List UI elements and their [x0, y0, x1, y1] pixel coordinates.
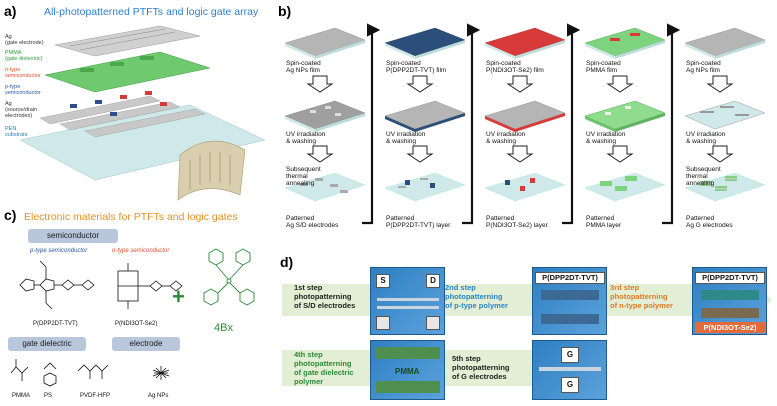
- col5-final-caption: Patterned Ag G electrodes: [686, 215, 733, 229]
- dielectric-pvdf: PVDF-HFP: [80, 393, 110, 399]
- crosslinker-name: 4Bx: [214, 322, 233, 334]
- col1-mid-caption: UV irradiation & washing: [286, 131, 326, 145]
- panel-a-title: All-photopatterned PTFTs and logic gate …: [44, 6, 259, 18]
- col1: [284, 27, 366, 202]
- p-polymer-label-box: P(DPP2DT-TVT): [535, 272, 605, 284]
- step-4-num: 4th: [294, 350, 306, 359]
- step-2-text: 2nd step photopatterning of p-type polym…: [445, 283, 508, 310]
- layer-label-p-type: p-type semiconductor: [5, 84, 41, 96]
- col5-top-caption: Spin-coated Ag NPs film: [686, 60, 721, 74]
- electrode-pill: electrode: [112, 337, 180, 351]
- step-1-text: 1st step photopatterning of S/D electrod…: [294, 283, 355, 310]
- micrograph-pmma: PMMA: [370, 340, 445, 400]
- step-5-rest: step photopatterning of G electrodes: [452, 354, 510, 381]
- layer-label-dielectric: PMMA (gate dielectric): [5, 50, 43, 62]
- source-pad: S: [376, 274, 390, 288]
- col4-mid-caption: UV irradiation & washing: [586, 131, 626, 145]
- col2-mid-caption: UV irradiation & washing: [386, 131, 426, 145]
- dielectric-structures: [10, 359, 170, 387]
- n-polymer-label-box: P(NDI3OT-Se2): [695, 322, 765, 333]
- crosslinker-structure: [203, 248, 255, 306]
- drain-pad: D: [426, 274, 440, 288]
- step-5-text: 5th step photopatterning of G electrodes: [452, 354, 510, 381]
- col5: [684, 27, 766, 202]
- pmma-label: PMMA: [395, 367, 420, 376]
- col3-top-caption: Spin-coated P(NDI3OT-Se2) film: [486, 60, 544, 74]
- gate-pad-top: G: [561, 347, 579, 363]
- col5-bot-caption: Subsequent thermal annealing: [686, 166, 721, 187]
- panel-c-title: Electronic materials for PTFTs and logic…: [24, 211, 238, 223]
- col4: [584, 27, 666, 202]
- gate-pad-bottom: G: [561, 377, 579, 393]
- layer-label-sd: Ag (source/drain electrodes): [5, 101, 38, 119]
- micrograph-n-type: P(DPP2DT-TVT) P(NDI3OT-Se2): [692, 267, 767, 335]
- col4-final-caption: Patterned PMMA layer: [586, 215, 622, 229]
- col3-mid-caption: UV irradiation & washing: [486, 131, 526, 145]
- step-4-text: 4th step photopatterning of gate dielect…: [294, 350, 354, 386]
- layer-label-n-type: n-type semiconductor: [5, 67, 41, 79]
- step-2-rest: step photopatterning of p-type polymer: [445, 283, 508, 310]
- p-type-caption: p-type semiconductor: [30, 248, 88, 254]
- device-stack-illustration: [19, 25, 266, 201]
- col2-top-caption: Spin-coated P(DPP2DT-TVT) film: [386, 60, 447, 74]
- p-polymer-label-box-2: P(DPP2DT-TVT): [695, 272, 765, 284]
- layer-label-substrate: PEN substrate: [5, 126, 28, 138]
- step-3-num: 3rd: [610, 283, 622, 292]
- col1-final-caption: Patterned Ag S/D electrodes: [286, 215, 339, 229]
- dielectric-ps: PS: [44, 393, 53, 399]
- n-type-caption: n-type semiconductor: [112, 248, 170, 254]
- gate-dielectric-pill: gate dielectric: [8, 337, 86, 351]
- step-1-rest: step photopatterning of S/D electrodes: [294, 283, 356, 310]
- p-polymer-name: P(DPP2DT-TVT): [33, 321, 78, 327]
- process-flow-diagram: [284, 23, 766, 225]
- n-polymer-name: P(NDI3OT-Se2): [115, 321, 158, 327]
- dielectric-pmma: PMMA: [12, 393, 30, 399]
- panel-d-label: d): [280, 254, 294, 270]
- col3: [484, 27, 566, 202]
- col2-final-caption: Patterned P(DPP2DT-TVT) layer: [386, 215, 451, 229]
- col4-top-caption: Spin-coated PMMA film: [586, 60, 621, 74]
- col1-top-caption: Spin-coated Ag NPs film: [286, 60, 321, 74]
- semiconductor-structures: [19, 260, 183, 310]
- electrode-material: Ag NPs: [148, 393, 169, 399]
- micrograph-sd: S D: [370, 267, 445, 335]
- col1-bot-caption: Subsequent thermal annealing: [286, 166, 321, 187]
- panel-c-label: c): [4, 207, 17, 223]
- col3-final-caption: Patterned P(NDI3OT-Se2) layer: [486, 215, 548, 229]
- micrograph-gate: G G: [532, 340, 607, 400]
- panel-a-label: a): [4, 3, 17, 19]
- step-3-text: 3rd step photopatterning of n-type polym…: [610, 283, 673, 310]
- micrograph-p-type: P(DPP2DT-TVT): [532, 267, 607, 335]
- plus-sign: +: [172, 284, 185, 309]
- col2: [384, 27, 466, 202]
- col5-mid-caption: UV irradiation & washing: [686, 131, 726, 145]
- panel-b-label: b): [278, 3, 292, 19]
- step-2-num: 2nd: [445, 283, 459, 292]
- semiconductor-pill: semiconductor: [28, 229, 118, 243]
- step-4-rest: step photopatterning of gate dielectric …: [294, 350, 354, 386]
- layer-label-gate: Ag (gate electrode): [5, 34, 44, 46]
- step-5-num: 5th: [452, 354, 464, 363]
- step-1-num: 1st: [294, 283, 305, 292]
- step-3-rest: step photopatterning of n-type polymer: [610, 283, 673, 310]
